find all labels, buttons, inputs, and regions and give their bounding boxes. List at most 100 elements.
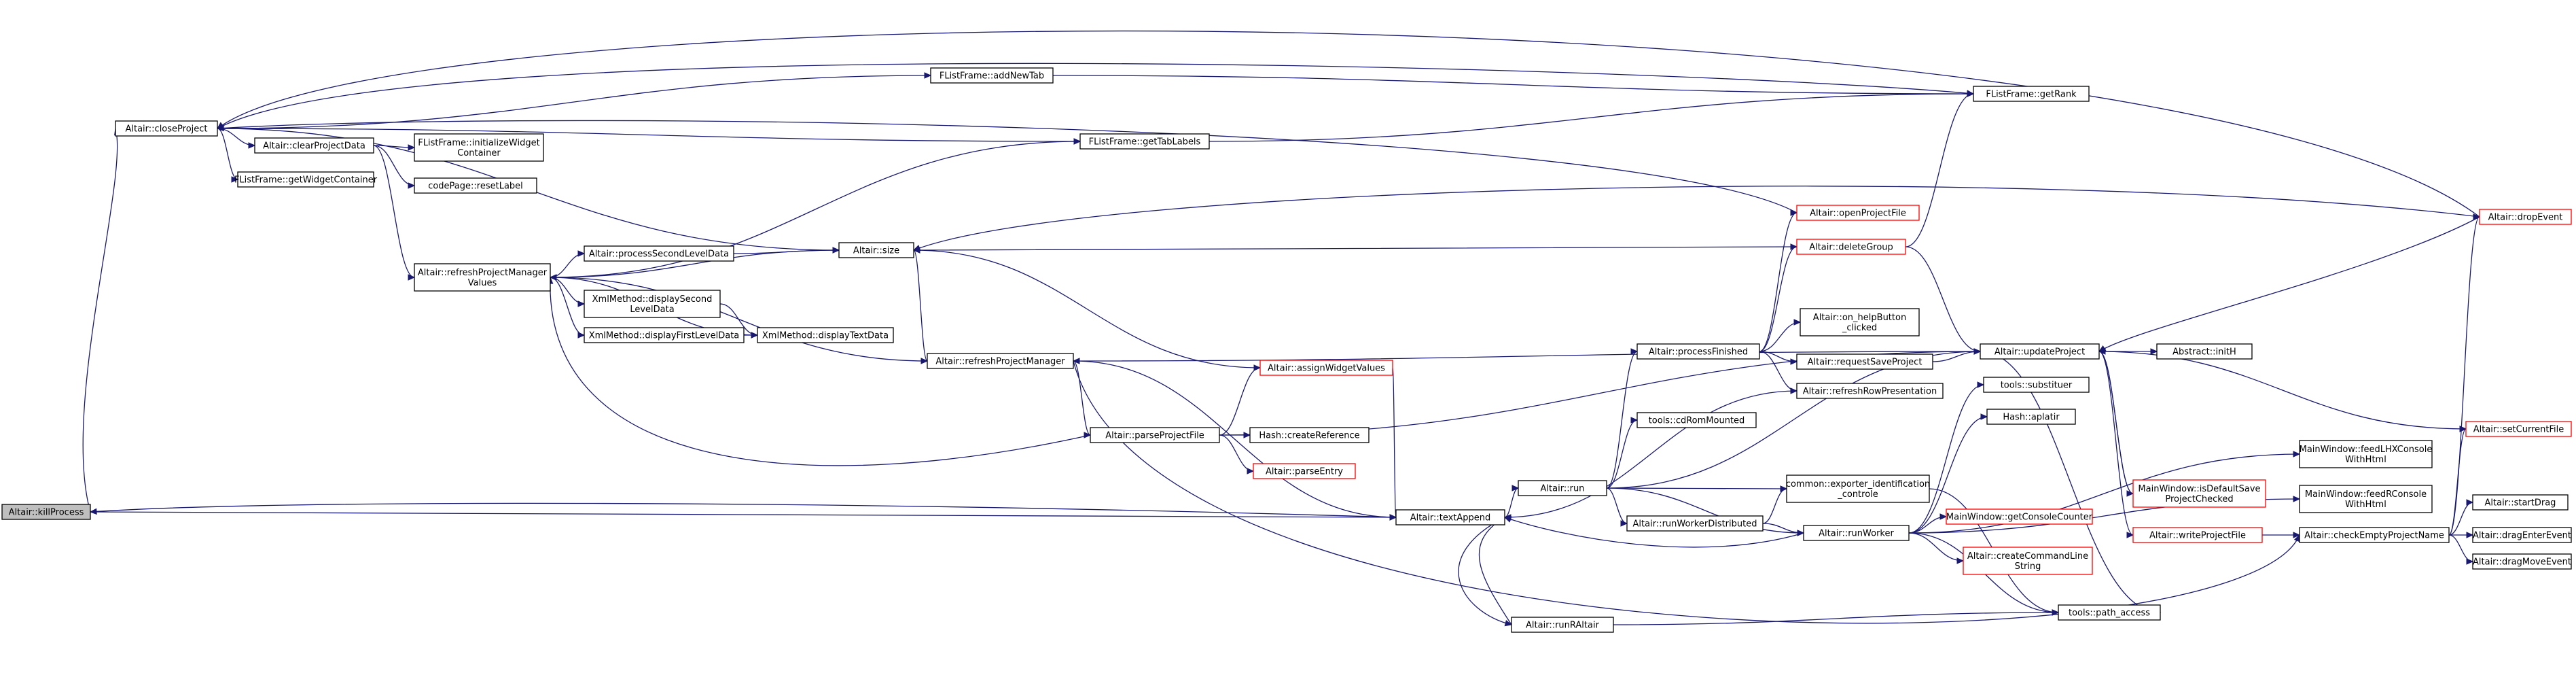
node-set-current-file[interactable]: Altair::setCurrentFile	[2465, 421, 2572, 437]
node-box	[757, 327, 894, 343]
edge-arrowhead	[751, 332, 759, 339]
node-parse-entry[interactable]: Altair::parseEntry	[1253, 463, 1356, 479]
node-run-worker-distributed[interactable]: Altair::runWorkerDistributed	[1626, 515, 1764, 532]
edge-arrowhead	[1967, 90, 1975, 97]
edge-arrowhead	[2466, 532, 2474, 538]
edge-process-finished-to-on-help-button-clicked	[1759, 319, 1802, 352]
node-aplatir[interactable]: Hash::aplatir	[1986, 409, 2076, 425]
node-delete-group[interactable]: Altair::deleteGroup	[1796, 239, 1906, 255]
node-on-help-button-clicked[interactable]: Altair::on_helpButton_clicked	[1800, 308, 1920, 336]
edge-line	[550, 249, 840, 278]
edge-delete-group-to-size	[912, 246, 1797, 254]
node-request-save-project[interactable]: Altair::requestSaveProject	[1796, 353, 1933, 370]
node-add-new-tab[interactable]: FListFrame::addNewTab	[930, 67, 1054, 84]
node-drop-event[interactable]: Altair::dropEvent	[2479, 209, 2572, 225]
node-start-drag[interactable]: Altair::startDrag	[2472, 494, 2569, 511]
node-process-finished[interactable]: Altair::processFinished	[1636, 343, 1760, 360]
edge-parse-project-file-to-parse-entry	[1219, 434, 1255, 474]
edge-arrowhead	[408, 144, 416, 151]
node-box	[584, 245, 734, 262]
edge-arrowhead	[1253, 364, 1262, 371]
node-label: FListFrame::getRank	[1986, 90, 2077, 100]
node-label: Altair::dragEnterEvent	[2473, 531, 2571, 541]
edge-size-to-refresh-project-manager	[913, 249, 929, 364]
node-label: Altair::parseProjectFile	[1105, 431, 1204, 441]
edge-run-to-run-worker-distributed	[1606, 487, 1628, 527]
edge-line	[2448, 216, 2480, 536]
edge-line	[913, 246, 1797, 251]
node-run-raltair[interactable]: Altair::runRAltair	[1511, 617, 1614, 633]
node-box	[2132, 527, 2263, 543]
node-label: Abstract::initH	[2172, 347, 2236, 358]
edge-line	[1606, 351, 1638, 489]
node-box	[1786, 474, 1930, 503]
node-open-project-file[interactable]: Altair::openProjectFile	[1796, 205, 1920, 221]
edge-check-empty-project-name-to-drag-move-event	[2448, 534, 2474, 565]
node-cd-rom-mounted[interactable]: tools::cdRomMounted	[1636, 412, 1757, 428]
edge-clear-project-data-to-refresh-project-manager-values	[373, 145, 416, 281]
node-get-widget-container[interactable]: FListFrame::getWidgetContainer	[234, 171, 378, 188]
node-refresh-project-manager[interactable]: Altair::refreshProjectManager	[927, 353, 1074, 369]
node-box	[1253, 463, 1356, 479]
node-run-worker[interactable]: Altair::runWorker	[1803, 525, 1910, 541]
node-drag-move-event[interactable]: Altair::dragMoveEvent	[2472, 553, 2572, 570]
node-size[interactable]: Altair::size	[838, 242, 914, 258]
node-init-h[interactable]: Abstract::initH	[2156, 343, 2253, 360]
node-text-append[interactable]: Altair::textAppend	[1395, 509, 1505, 525]
edge-arrowhead	[1503, 514, 1511, 521]
edge-run-worker-to-substituer	[1908, 381, 1985, 534]
node-update-project[interactable]: Altair::updateProject	[1980, 343, 2100, 360]
node-assign-widget-values[interactable]: Altair::assignWidgetValues	[1259, 360, 1393, 376]
node-box	[2472, 553, 2572, 570]
node-close-project[interactable]: Altair::closeProject	[115, 120, 218, 137]
edge-drop-event-to-size	[912, 186, 2480, 252]
node-label: tools::cdRomMounted	[1649, 416, 1745, 426]
edge-line	[1504, 390, 1797, 518]
node-reset-label[interactable]: codePage::resetLabel	[414, 177, 537, 194]
node-exporter-identification[interactable]: common::exporter_identification_controle	[1786, 474, 1930, 503]
node-check-empty-project-name[interactable]: Altair::checkEmptyProjectName	[2299, 527, 2450, 543]
node-substituer[interactable]: tools::substituer	[1983, 377, 2090, 393]
node-label: FListFrame::getTabLabels	[1089, 137, 1201, 148]
node-kill-process[interactable]: Altair::killProcess	[1, 504, 91, 520]
node-path-access[interactable]: tools::path_access	[2058, 604, 2161, 621]
edges-layer	[82, 30, 2481, 627]
node-box	[927, 353, 1074, 369]
node-box	[1800, 308, 1920, 336]
node-display-first-level-data[interactable]: XmlMethod::displayFirstLevelData	[584, 327, 745, 343]
node-refresh-row-presentation[interactable]: Altair::refreshRowPresentation	[1796, 383, 1944, 399]
edge-line	[1759, 212, 1797, 352]
node-label: _clicked	[1842, 323, 1877, 333]
edge-line	[1932, 351, 1981, 362]
node-get-rank[interactable]: FListFrame::getRank	[1973, 86, 2090, 102]
node-get-tab-labels[interactable]: FListFrame::getTabLabels	[1079, 133, 1210, 150]
edge-kill-process-to-close-project	[82, 127, 121, 513]
node-clear-project-data[interactable]: Altair::clearProjectData	[254, 137, 374, 154]
edge-line	[550, 253, 585, 278]
edge-line	[1219, 367, 1261, 436]
node-run[interactable]: Altair::run	[1518, 480, 1607, 496]
edge-close-project-to-get-widget-container	[217, 128, 239, 183]
node-box	[1796, 353, 1933, 370]
node-write-project-file[interactable]: Altair::writeProjectFile	[2132, 527, 2263, 543]
node-drag-enter-event[interactable]: Altair::dragEnterEvent	[2472, 527, 2572, 543]
node-parse-project-file[interactable]: Altair::parseProjectFile	[1090, 427, 1220, 443]
edge-line	[2448, 534, 2473, 562]
node-create-reference[interactable]: Hash::createReference	[1249, 427, 1370, 443]
edge-line	[2098, 351, 2134, 536]
node-process-second-level-data[interactable]: Altair::processSecondLevelData	[584, 245, 734, 262]
node-box	[1249, 427, 1370, 443]
node-get-console-counter[interactable]: MainWindow::getConsoleCounter	[1946, 508, 2093, 525]
node-display-text-data[interactable]: XmlMethod::displayTextData	[757, 327, 894, 343]
node-label: FListFrame::getWidgetContainer	[234, 175, 378, 186]
node-label: ProjectChecked	[2165, 494, 2233, 504]
edge-line	[1478, 517, 1512, 625]
edge-arrowhead	[1793, 319, 1802, 326]
